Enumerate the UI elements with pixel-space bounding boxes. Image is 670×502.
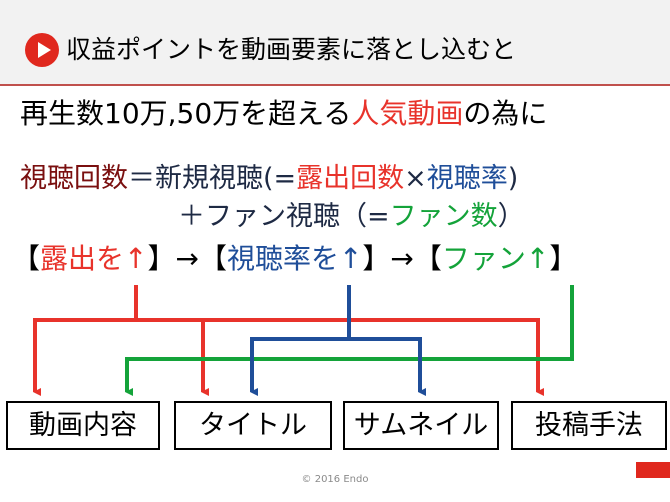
footer-mark <box>636 462 670 478</box>
formula-plus: ＋ファン視聴（= <box>178 201 390 232</box>
blue-connector <box>250 285 351 396</box>
box-title: タイトル <box>174 401 332 450</box>
bracket-close: 】 <box>549 242 578 275</box>
box-video-content: 動画内容 <box>6 401 160 450</box>
formula-line-1: 視聴回数＝新規視聴(=露出回数×視聴率) <box>20 161 518 197</box>
formula-times: × <box>404 163 427 194</box>
play-button-icon <box>25 33 59 67</box>
lead-suffix: の為に <box>463 97 548 130</box>
formula-fans: ファン数 <box>389 201 498 232</box>
formula-close-2: ） <box>497 201 525 232</box>
box-posting-method: 投稿手法 <box>511 401 667 450</box>
copyright-text: © 2016 Endo <box>301 474 369 485</box>
formula-views: 視聴回数 <box>20 163 128 194</box>
bracket-open: 【 <box>12 242 41 275</box>
lead-highlight: 人気動画 <box>351 97 464 130</box>
bracket-arrow-1: 】→【 <box>147 242 227 275</box>
steps-line: 【露出を↑】→【視聴率を↑】→【ファン↑】 <box>12 241 577 277</box>
page-title: 収益ポイントを動画要素に落とし込むと <box>66 35 517 64</box>
lead-prefix: 再生数10万,50万を超える <box>20 97 352 130</box>
connector-diagram <box>33 285 574 396</box>
box-thumbnail: サムネイル <box>343 401 499 450</box>
formula-equals: ＝新規視聴(= <box>128 163 297 194</box>
formula-rate: 視聴率 <box>426 163 508 194</box>
red-connector <box>33 285 138 396</box>
formula-line-2: ＋ファン視聴（=ファン数） <box>178 199 525 235</box>
step-exposure: 露出を↑ <box>40 242 148 275</box>
green-connector <box>125 285 574 396</box>
formula-exposure: 露出回数 <box>296 163 405 194</box>
header-divider <box>0 84 670 86</box>
formula-close-1: ) <box>507 163 519 194</box>
lead-text: 再生数10万,50万を超える人気動画の為に <box>20 96 547 132</box>
header-bar <box>0 0 670 84</box>
step-fans: ファン↑ <box>441 242 550 275</box>
step-rate: 視聴率を↑ <box>226 242 363 275</box>
bracket-arrow-2: 】→【 <box>362 242 442 275</box>
